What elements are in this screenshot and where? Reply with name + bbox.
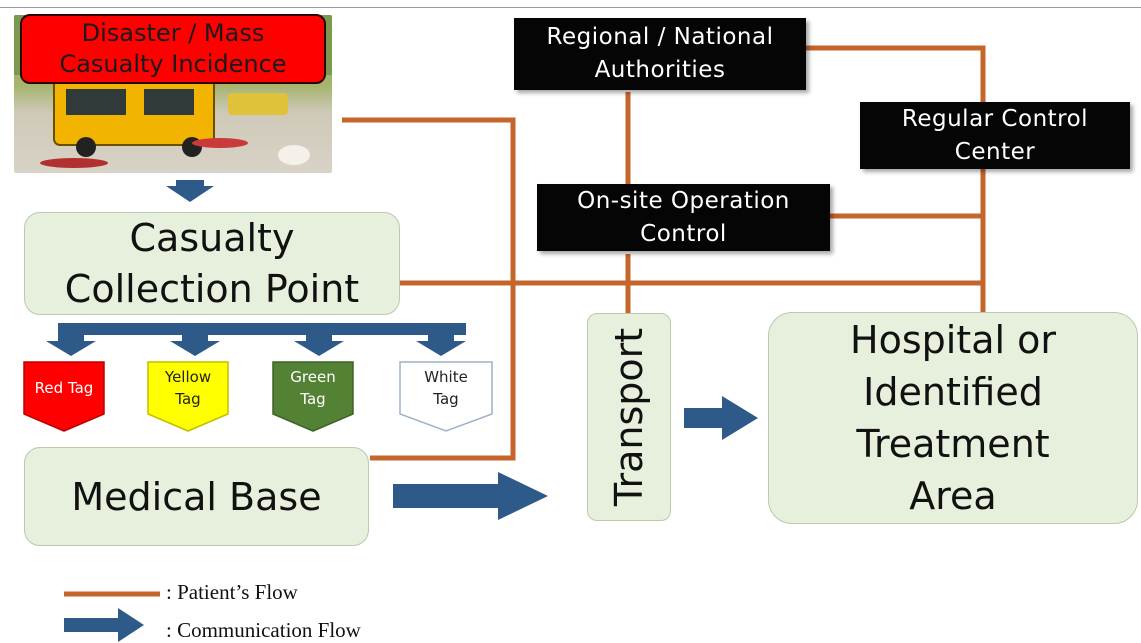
transport-label: Transport [607, 327, 651, 507]
medical-base-box: Medical Base [24, 447, 369, 546]
disaster-title-box: Disaster / Mass Casualty Incidence [20, 14, 326, 84]
arrow-to-white-tag [416, 335, 466, 356]
tag-distribution-bar [58, 323, 466, 335]
patient-flow-line-authorities-to-hospital [806, 45, 986, 312]
legend-communication-arrow [64, 608, 144, 642]
red-tag-shape [23, 361, 105, 432]
legend-patient-flow-label: : Patient’s Flow [166, 580, 298, 604]
arrow-to-yellow-tag [170, 335, 220, 356]
casualty-collection-point-box: Casualty Collection Point [24, 212, 400, 315]
onsite-operation-control-box: On-site Operation Control [537, 184, 830, 251]
arrow-to-green-tag [294, 335, 344, 356]
regional-national-authorities-box: Regional / National Authorities [514, 18, 806, 90]
arrow-medical-to-transport [393, 472, 548, 520]
yellow-tag-shape [147, 361, 229, 432]
yellow-tag-label: Yellow Tag [164, 368, 212, 408]
red-tag-label: Red Tag [34, 379, 94, 397]
arrow-to-red-tag [46, 335, 96, 356]
legend-communication-flow-label: : Communication Flow [166, 618, 361, 642]
arrow-transport-to-hospital [684, 396, 758, 440]
transport-box: Transport [587, 313, 671, 521]
green-tag-shape [272, 361, 354, 432]
top-rule [0, 7, 1141, 8]
hospital-treatment-area-box: Hospital or Identified Treatment Area [768, 312, 1138, 524]
regular-control-center-box: Regular Control Center [860, 102, 1130, 169]
patient-flow-line-photo-to-medical [342, 117, 516, 461]
green-tag-label: Green Tag [290, 368, 336, 408]
white-tag-label: White Tag [424, 368, 468, 408]
white-tag-shape [399, 361, 493, 432]
arrow-photo-to-collection [166, 180, 214, 202]
